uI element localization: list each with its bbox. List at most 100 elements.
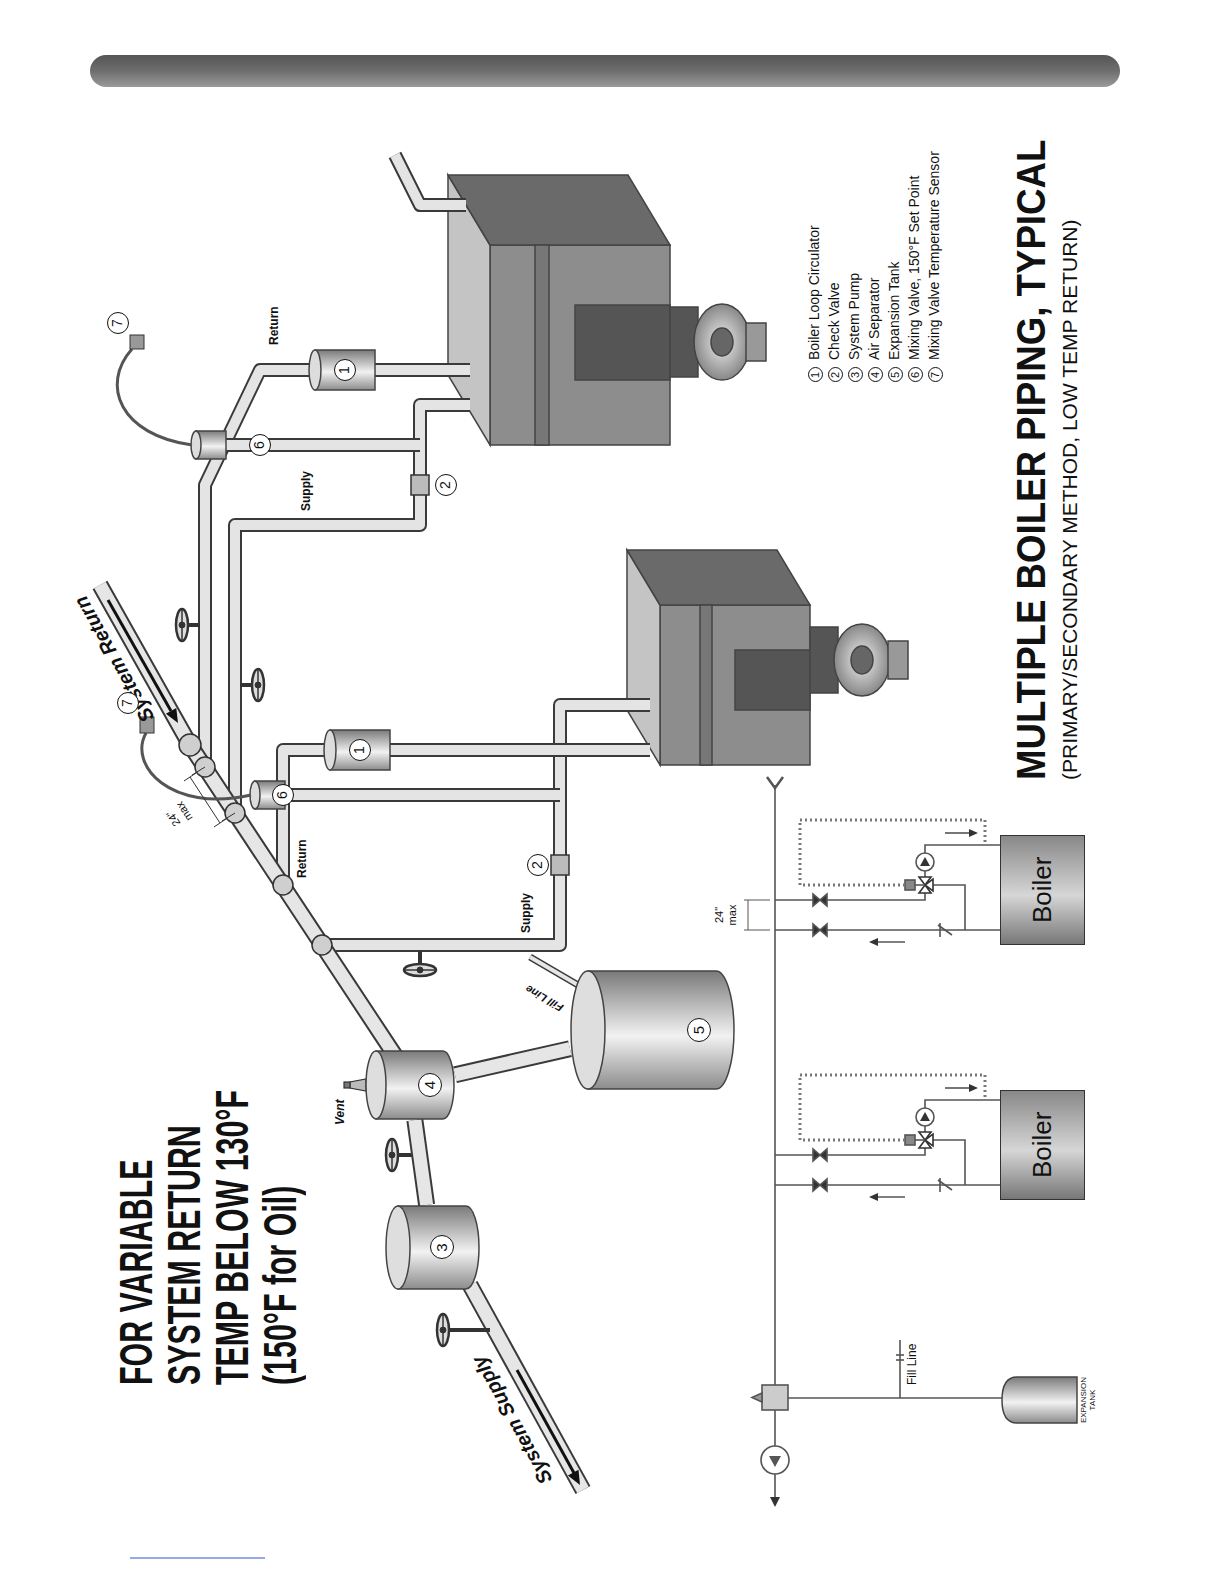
callout-number: 6 [272,784,294,806]
boiler-loop-pipe [205,370,470,767]
air-separator-shape [376,1051,454,1119]
flow-label: Return [268,304,282,347]
sensor-wire [117,349,192,445]
valve-handwheel [176,609,188,641]
legend-text: Check Valve [826,282,842,360]
schematic-piping [938,923,952,937]
callout-number: 1 [808,368,823,383]
boiler-illustration [711,328,733,356]
schematic-piping [945,832,972,834]
schematic-piping [775,1184,1000,1186]
callout-number: 4 [418,1073,442,1097]
schematic-piping [769,1456,781,1467]
schematic-piping [938,1178,952,1192]
schematic-piping [788,1397,1002,1399]
schematic-piping [869,938,878,946]
mixing-valve-body [191,431,201,459]
boiler-loop-pipe [235,405,470,813]
page-link-line [130,1558,265,1559]
pipe-tee [273,875,293,895]
pipe-tee [312,935,332,955]
sensor-wire [142,733,251,799]
vent-fitting [350,1079,366,1091]
dimension-line [190,777,220,823]
schematic-piping [969,829,978,837]
valve-handwheel [448,1328,490,1332]
valve-handwheel [417,967,423,973]
valve-handwheel [179,622,185,628]
check-valve-body [411,475,429,495]
schematic-piping [813,894,827,936]
valve-handwheel [255,682,261,688]
schematic-piping [896,1359,904,1361]
legend-text: Expansion Tank [886,261,902,360]
schematic-piping [774,1474,776,1501]
main-pipe [100,585,398,1060]
title: FOR VARIABLE SYSTEM RETURN TEMP BELOW 13… [112,1042,304,1385]
schematic-piping [775,929,1000,931]
sensor-wire [130,335,144,349]
mixing-valve-body [191,431,285,809]
callout-number: 1 [349,739,371,761]
schematic-piping [896,1354,904,1356]
check-valve-body [411,475,569,875]
boiler-illustration [746,323,766,361]
schematic-piping [752,1393,762,1402]
schematic-piping [933,1140,965,1185]
callout-number: 1 [334,359,356,381]
schematic-piping [800,820,985,885]
flue-pipe [395,155,466,205]
system-pump: 3 [385,1205,480,1290]
schematic-piping [916,853,934,871]
vent-fitting [344,1079,366,1091]
caption: MULTIPLE BOILER PIPING, TYPICAL [1008,140,1054,780]
schematic-piping [905,1135,915,1145]
valve-handwheel [252,669,264,701]
callout-number: 2 [527,854,549,876]
air-separator-shape [366,1051,386,1119]
circulator-body [315,350,375,390]
boiler-illustration [627,550,810,605]
schematic-piping [905,880,915,890]
schematic-piping [915,884,925,886]
valve-handwheel [389,1152,395,1158]
schematic-piping [969,1084,978,1092]
valve-handwheel [437,1314,449,1346]
flow-label: Supply [300,469,314,513]
pipe-connector [415,1120,427,1205]
expansion-tank-shape [588,971,734,1089]
boiler-illustration [834,624,890,696]
schematic-piping [748,900,749,930]
valve-handwheel [386,1139,398,1171]
boiler-illustration [660,605,810,765]
system-pump-shape [386,1206,410,1289]
pipe-connector [455,1049,570,1075]
schematic-piping [869,1193,878,1201]
schematic-piping [916,1108,934,1126]
main-pipe [530,957,578,985]
circulator-body [309,350,321,390]
legend-text: Boiler Loop Circulator [806,225,822,360]
check-valve-body [551,855,569,875]
mixing-valve-body [250,781,260,809]
schematic-piping [762,1385,788,1410]
boiler-box: Boiler [1000,835,1085,945]
valve-handwheel [440,1327,446,1333]
boiler-label: Boiler [1028,1112,1058,1178]
boiler-illustration [700,605,712,765]
fill-line-label: Fill Line [906,1344,920,1385]
boiler-loop-pipe [205,370,470,767]
callout-number: 3 [848,368,863,383]
legend-text: Mixing Valve, 150°F Set Point [906,176,922,360]
schematic-piping [899,1340,901,1398]
legend-text: Air Separator [866,278,882,360]
callout-number: 5 [888,368,903,383]
dimension-line [192,767,205,775]
pipe-label: System Supply [467,1352,557,1489]
callout-number: 7 [107,312,129,334]
boiler-box: Boiler [1000,1090,1085,1200]
schematic-piping [915,1139,925,1141]
vent-label: Vent [334,1099,348,1125]
callout-number: 6 [908,368,923,383]
